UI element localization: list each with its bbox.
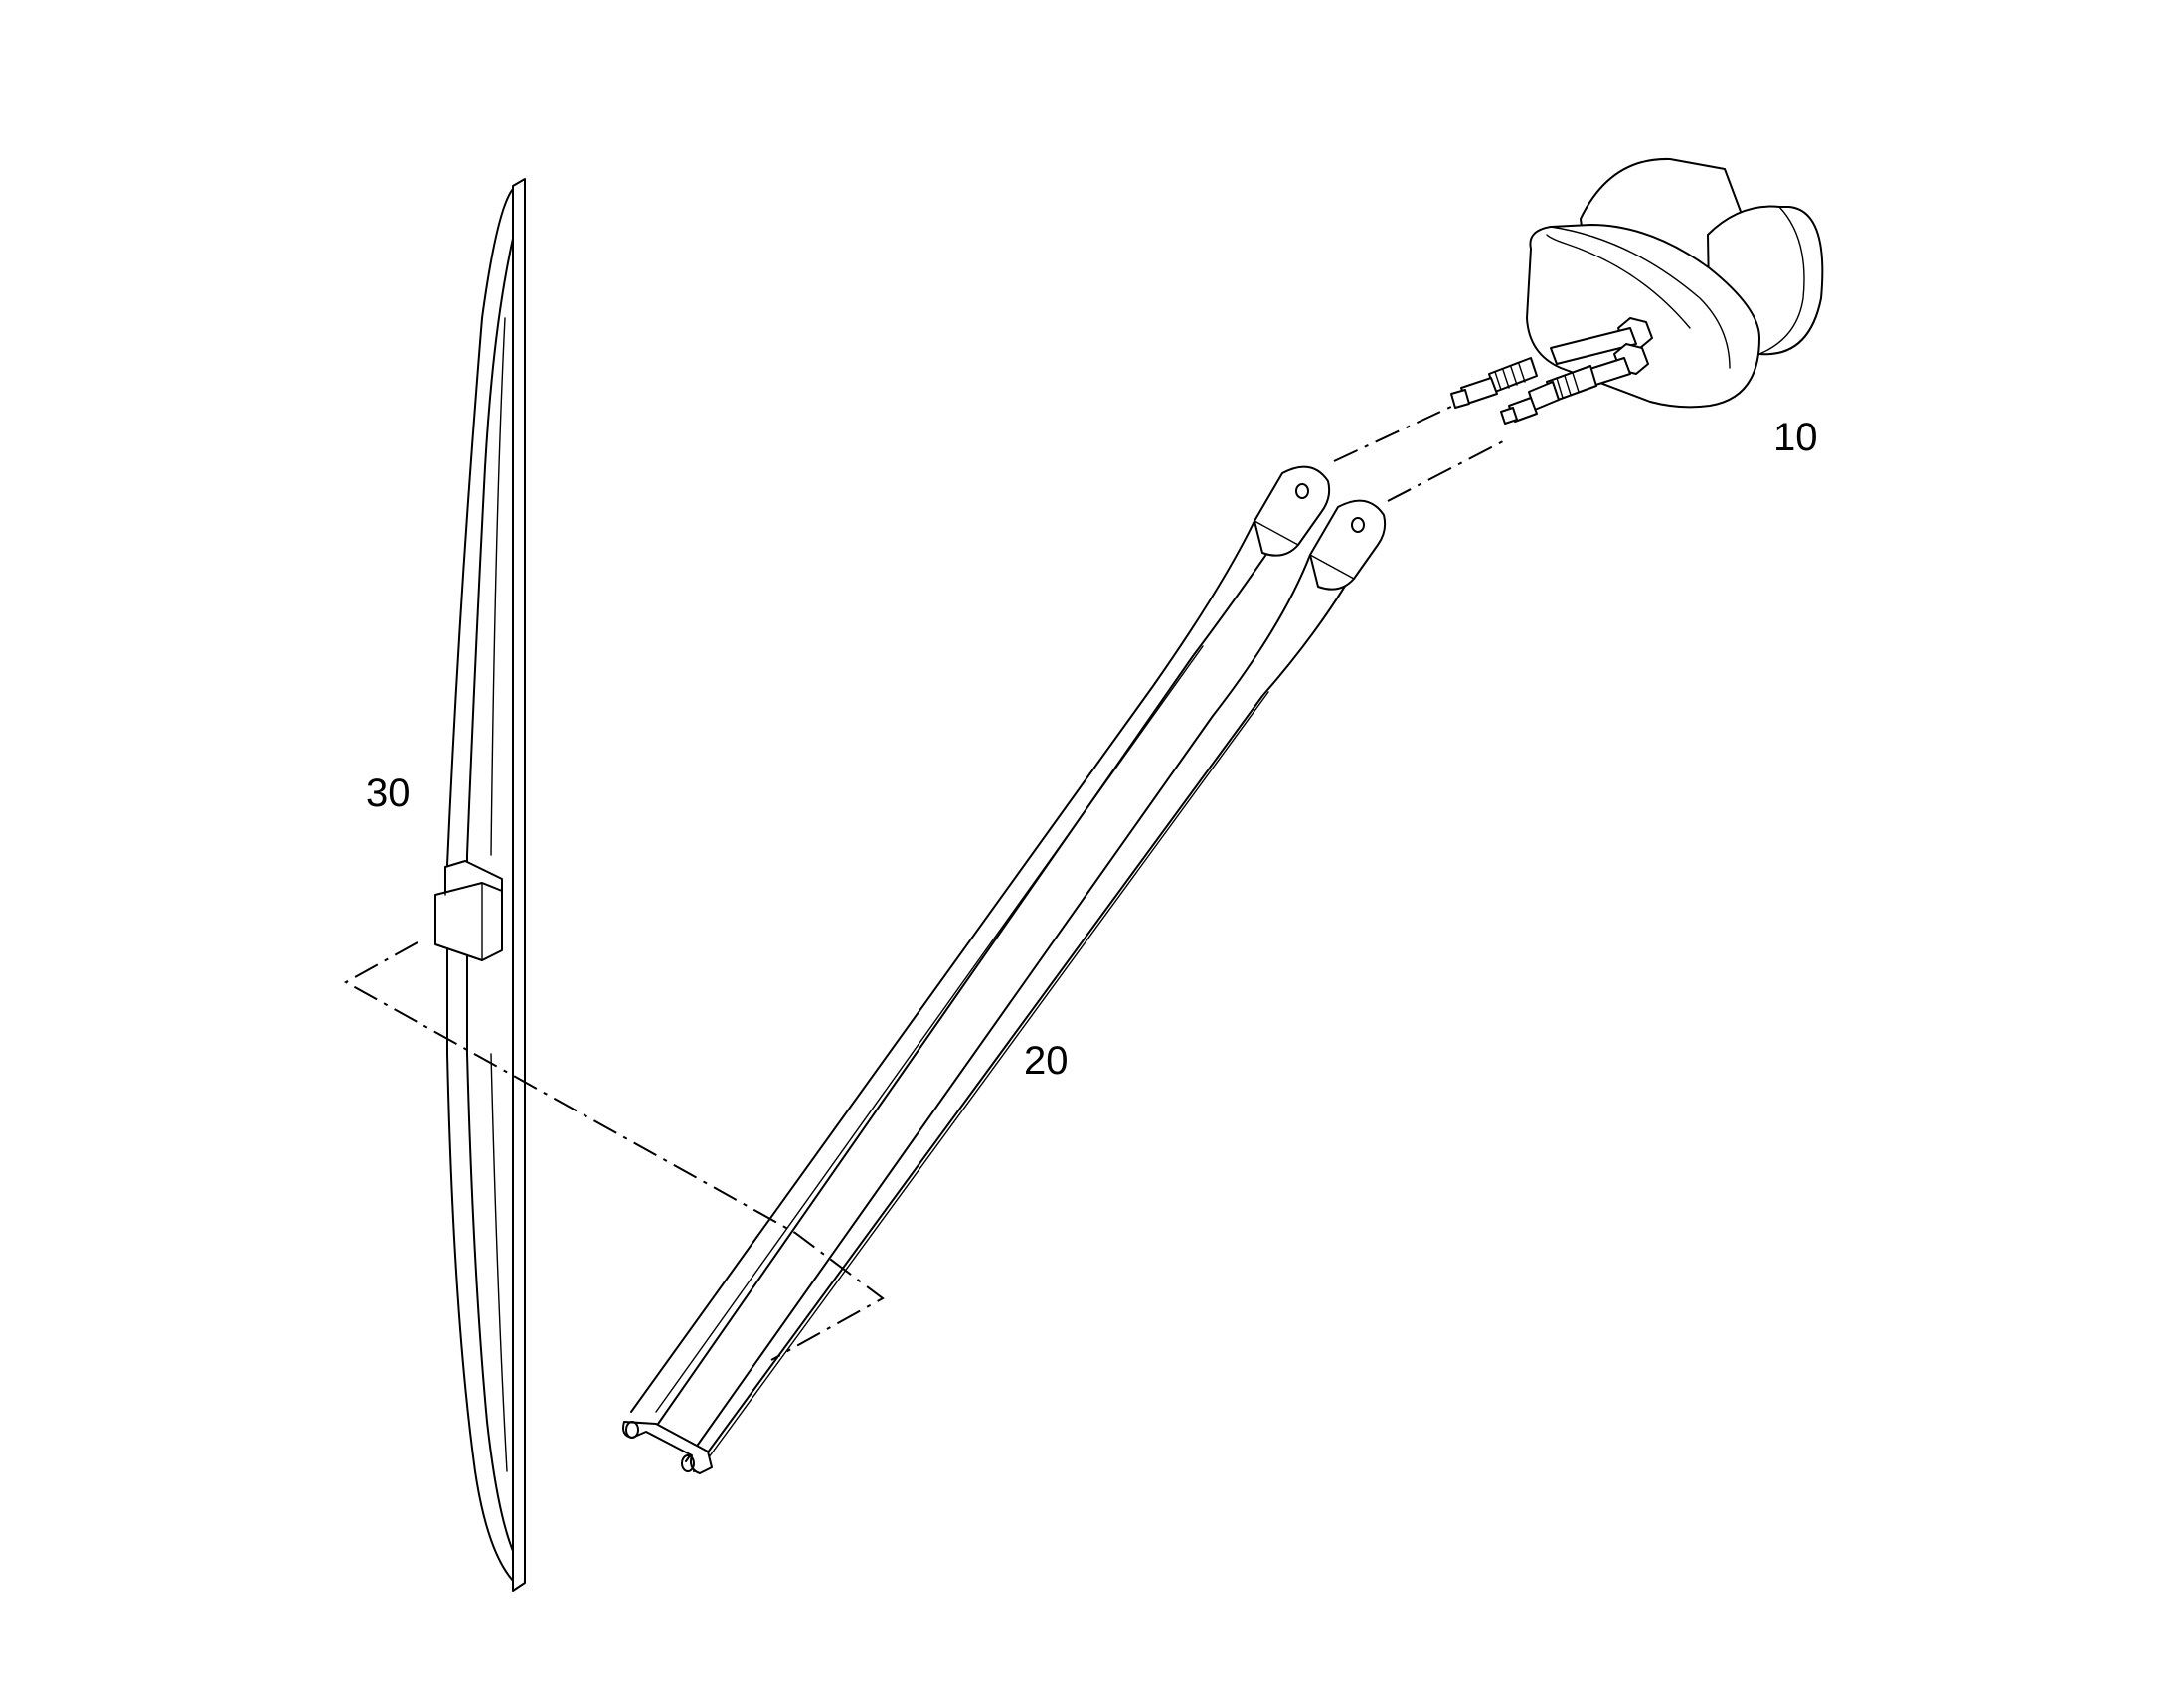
motor-shaft-upper — [1450, 317, 1653, 409]
wiper-blade — [434, 178, 526, 1592]
callout-10: 10 — [1773, 416, 1818, 459]
wiper-arm-lower — [685, 499, 1387, 1472]
callout-20: 20 — [1024, 1039, 1069, 1083]
wiper-arms — [622, 465, 1387, 1474]
wiper-motor — [1450, 157, 1824, 425]
motor-shaft-lower — [1500, 343, 1649, 425]
callout-30: 30 — [366, 771, 411, 815]
wiper-arm-upper — [630, 465, 1331, 1428]
assembly-alignment-lines — [343, 405, 1504, 1361]
